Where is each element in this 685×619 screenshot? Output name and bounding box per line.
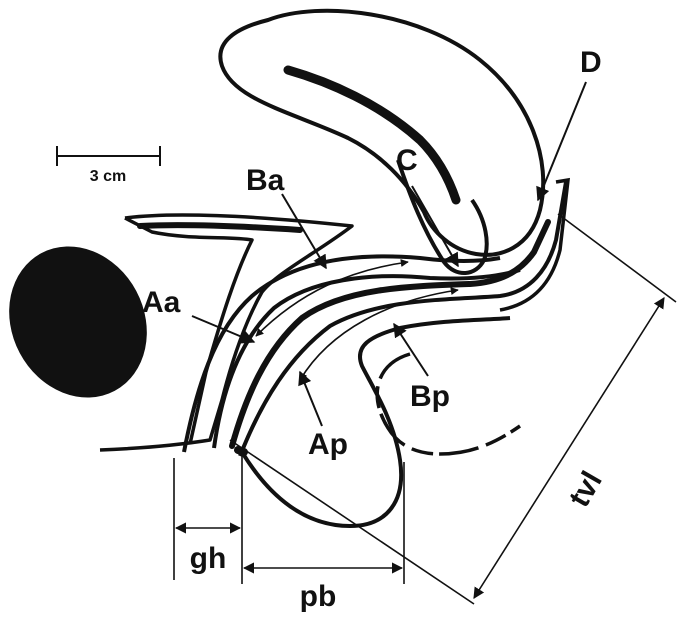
label-ba: Ba <box>246 164 285 197</box>
pb-measurement: pb <box>242 462 405 613</box>
pointer-ba <box>281 193 327 270</box>
uterus-cavity <box>283 65 461 205</box>
label-bp: Bp <box>410 380 450 413</box>
label-ap: Ap <box>308 428 348 461</box>
pointer-d <box>536 81 587 202</box>
label-c: C <box>396 144 418 177</box>
cervix <box>396 159 489 275</box>
bladder-shadow <box>137 222 303 233</box>
pointer-bp <box>393 322 429 377</box>
uterus-outline <box>218 8 546 257</box>
pointer-ap <box>298 370 323 427</box>
label-d: D <box>580 46 602 79</box>
scale-bar: 3 cm <box>56 146 161 185</box>
gh-measurement: gh <box>173 456 243 584</box>
perineal-body <box>240 316 511 529</box>
pointer-aa <box>191 315 256 344</box>
label-aa: Aa <box>142 286 181 319</box>
label-tvl: tvl <box>563 466 609 513</box>
pubic-bone-shape <box>9 246 147 398</box>
posterior-wall-arrow <box>299 287 459 381</box>
posterior-fornix <box>234 446 248 456</box>
posterior-wall <box>238 181 568 457</box>
label-gh: gh <box>190 542 227 575</box>
pointer-c <box>411 185 459 268</box>
scale-bar-label: 3 cm <box>90 168 126 185</box>
anterior-wall-arrow <box>255 259 409 337</box>
label-pb: pb <box>300 580 337 613</box>
